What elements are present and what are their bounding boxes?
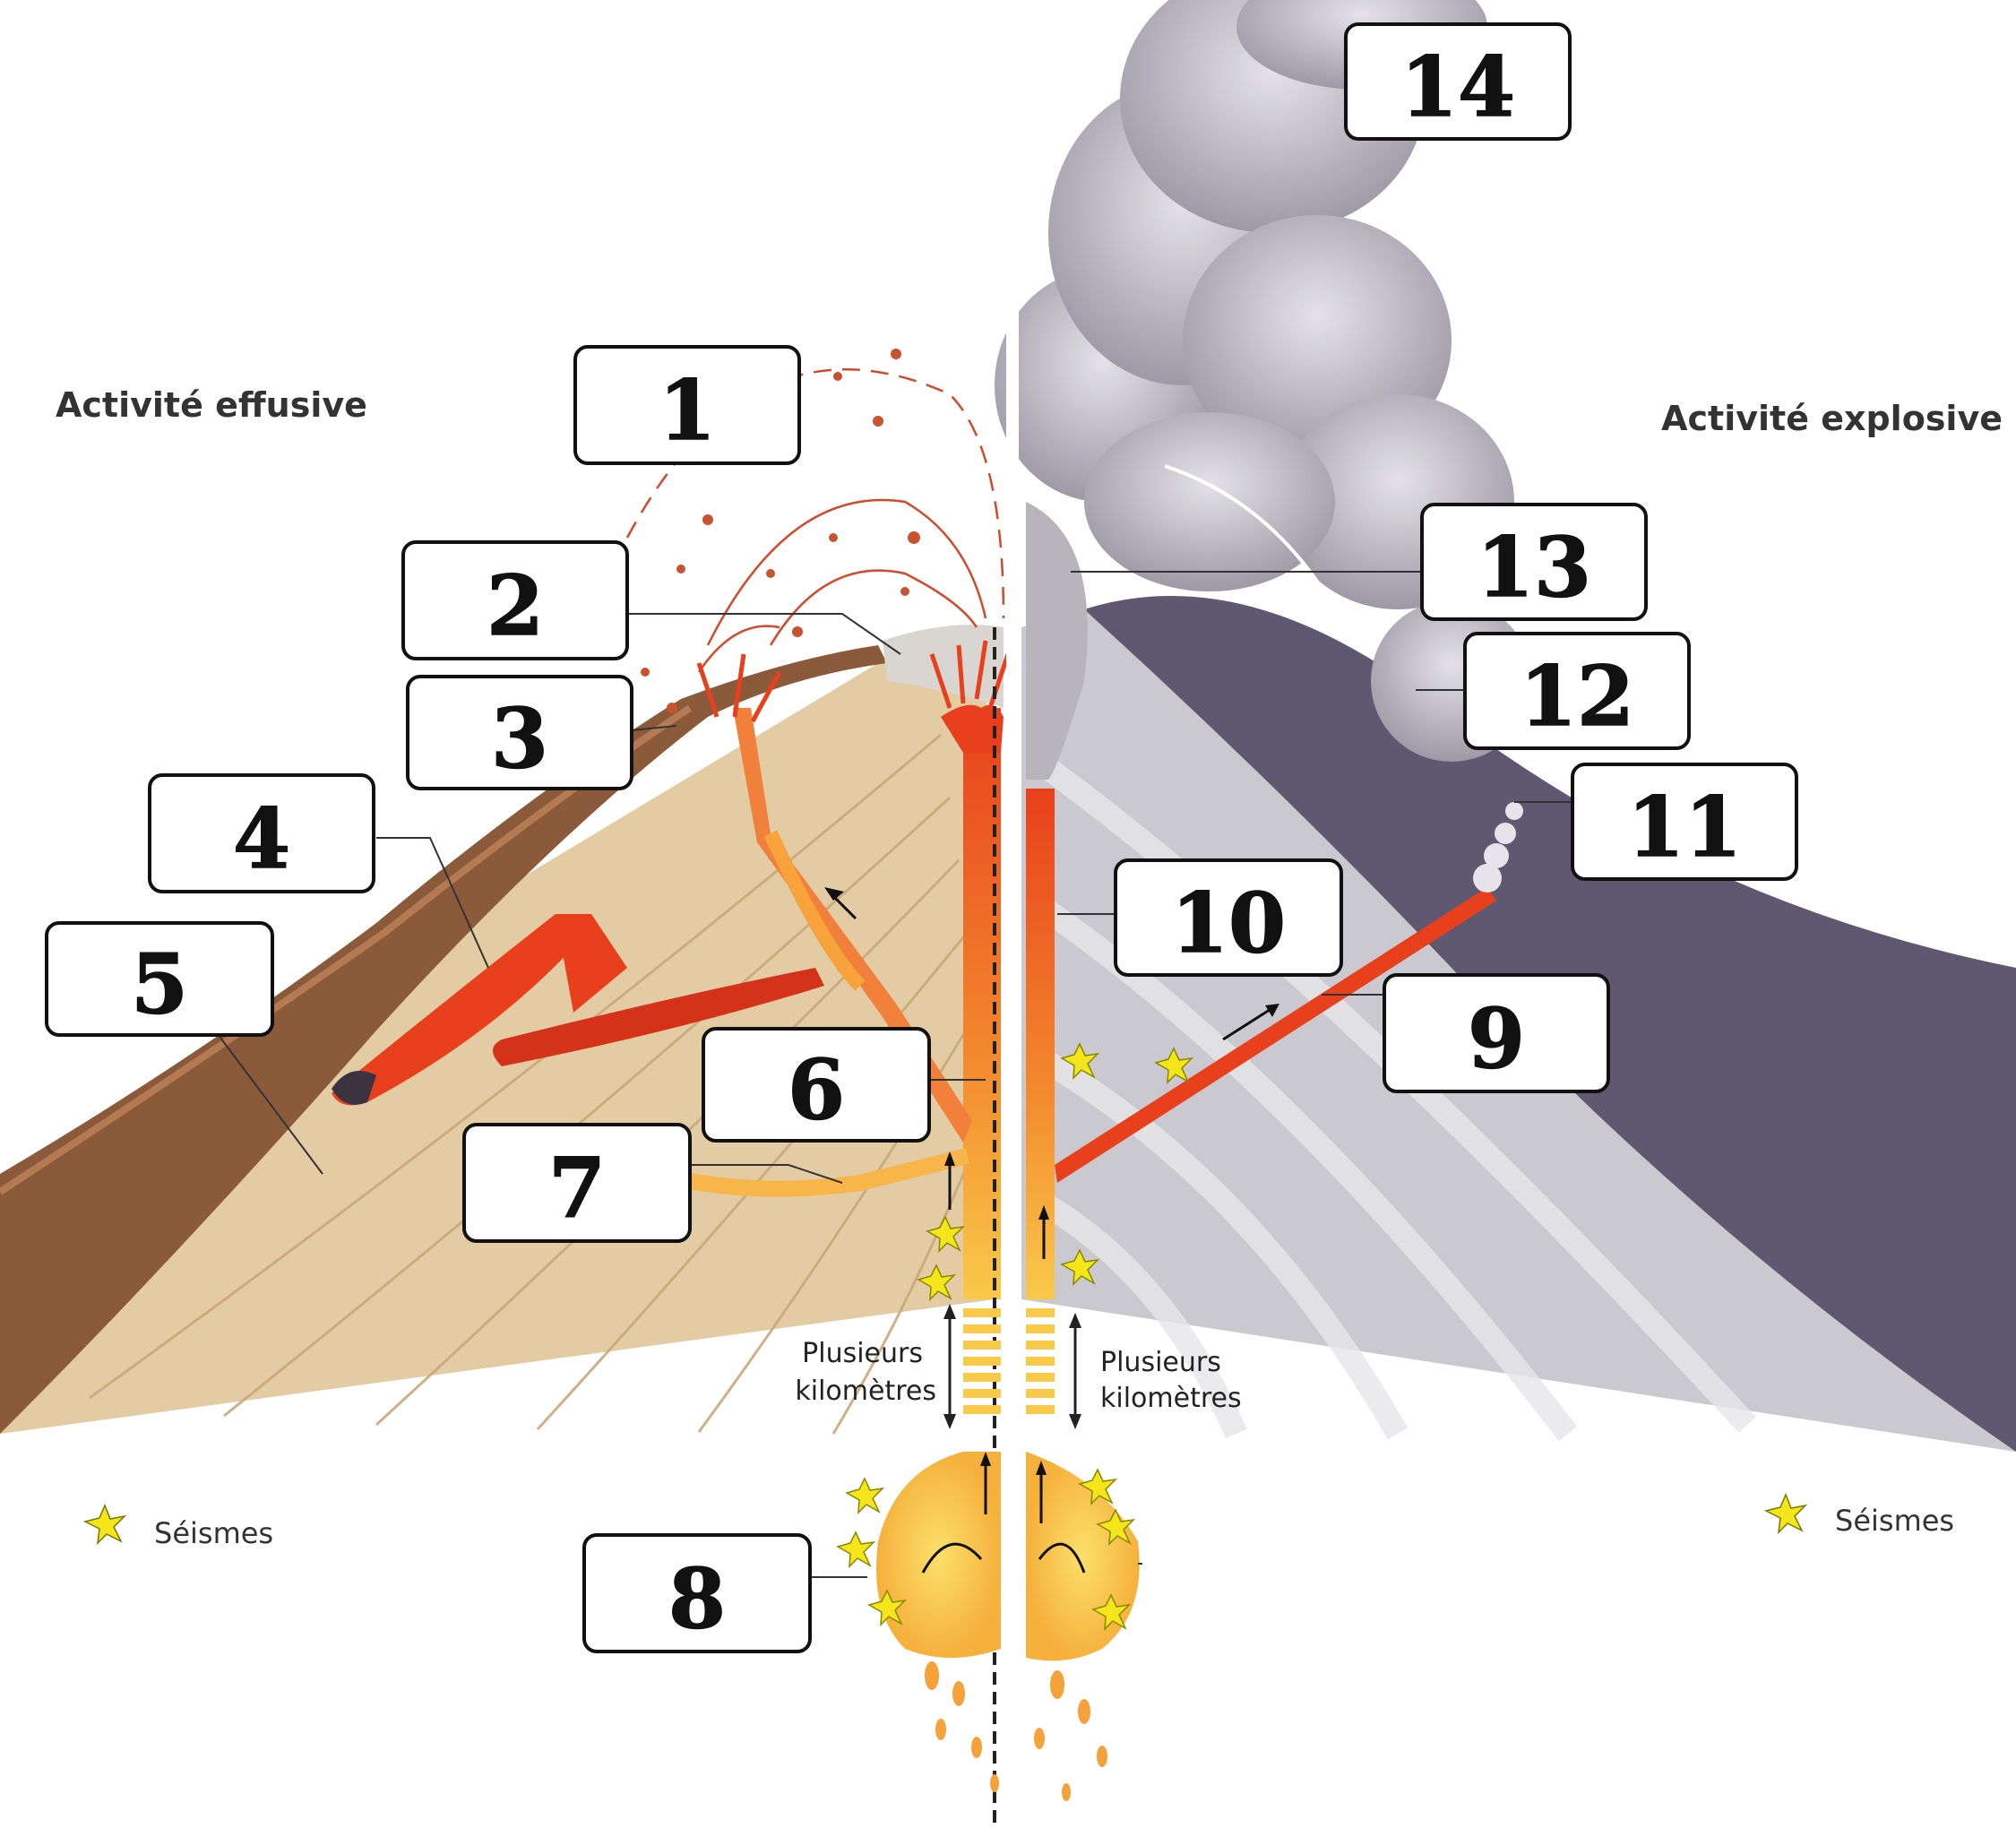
- label-box-number: 11: [1627, 779, 1742, 875]
- depth-note-right-line1: Plusieurs: [1100, 1347, 1221, 1378]
- label-box-1[interactable]: 1: [573, 345, 801, 465]
- label-box-13[interactable]: 13: [1420, 503, 1648, 621]
- label-box-number: 4: [233, 790, 290, 887]
- label-box-9[interactable]: 9: [1383, 973, 1610, 1093]
- dyke-arrowhead: [1265, 1004, 1279, 1017]
- earthquake-markers: [836, 1042, 1194, 1631]
- label-box-7[interactable]: 7: [462, 1123, 692, 1243]
- legend-label-left: Séismes: [154, 1516, 273, 1550]
- label-box-11[interactable]: 11: [1571, 763, 1798, 881]
- chamber-convection-left: [921, 1542, 983, 1574]
- caption-explosive: Activité explosive: [1661, 399, 2003, 438]
- label-box-number: 14: [1400, 39, 1515, 135]
- earthquake-star-icon: [917, 1263, 957, 1301]
- depth-arrowhead-right-bottom: [1069, 1414, 1081, 1429]
- label-box-3[interactable]: 3: [406, 675, 633, 790]
- lava-spatter: [696, 640, 1011, 723]
- earthquake-star-icon: [867, 1589, 908, 1626]
- explosive-dyke: [1055, 887, 1496, 1183]
- label-box-4[interactable]: 4: [148, 773, 375, 893]
- star-burst-icon: [1763, 1493, 1808, 1535]
- label-box-12[interactable]: 12: [1463, 632, 1691, 750]
- label-box-number: 3: [491, 690, 548, 787]
- depth-arrowhead-left-top: [943, 1304, 956, 1319]
- legend-left: Séismes: [82, 1504, 273, 1550]
- legend-right: Séismes: [1763, 1493, 1954, 1538]
- effusive-volcano: [0, 349, 1011, 1435]
- depth-note-left-line1: Plusieurs: [802, 1338, 923, 1369]
- summit-lava-fountain: [941, 704, 1004, 753]
- lava-flow-lower: [493, 968, 824, 1066]
- label-boxes: 1 2 3 4 5 6 7 8: [45, 22, 1798, 1653]
- earthquake-star-icon: [926, 1215, 966, 1253]
- ash-flow-arrowhead: [1322, 605, 1348, 627]
- ash-flow-arrow: [1164, 464, 1337, 611]
- legend-label-right: Séismes: [1835, 1504, 1954, 1538]
- label-box-14[interactable]: 14: [1344, 22, 1572, 141]
- conduit-ascent-left-head: [944, 1151, 955, 1166]
- conduit-ascent-right-head: [1038, 1205, 1049, 1220]
- label-box-5[interactable]: 5: [45, 921, 274, 1037]
- effusive-inner-layers: [0, 627, 995, 1434]
- label-box-number: 5: [131, 936, 188, 1032]
- earthquake-star-icon: [1096, 1508, 1136, 1546]
- label-box-8[interactable]: 8: [582, 1533, 812, 1653]
- depth-note-right-line2: kilomètres: [1100, 1383, 1242, 1414]
- depth-arrowhead-left-bottom: [943, 1414, 956, 1429]
- depth-gap: [963, 1308, 1055, 1414]
- leader-lines: [214, 571, 1572, 1578]
- chamber-convection-right: [1038, 1542, 1086, 1574]
- chamber-ascent-left-head: [980, 1452, 991, 1466]
- label-box-number: 13: [1477, 519, 1591, 616]
- earthquake-star-icon: [836, 1531, 876, 1568]
- label-box-2[interactable]: 2: [401, 540, 629, 660]
- magma-droplets: [925, 1661, 1107, 1801]
- arrowhead-ascent: [824, 887, 844, 901]
- label-box-number: 8: [668, 1550, 726, 1647]
- label-box-number: 2: [487, 557, 544, 654]
- explosive-conduit: [1026, 789, 1055, 1299]
- volcanic-bombs: [641, 349, 920, 713]
- label-box-6[interactable]: 6: [702, 1027, 931, 1143]
- depth-arrowhead-right-top: [1069, 1313, 1081, 1328]
- label-box-number: 12: [1520, 648, 1634, 745]
- earthquake-star-icon: [1154, 1047, 1194, 1084]
- earthquake-star-icon: [1060, 1042, 1100, 1080]
- label-box-10[interactable]: 10: [1114, 858, 1343, 977]
- label-box-number: 6: [788, 1041, 845, 1138]
- bomb-trajectories: [625, 368, 1005, 673]
- earthquake-star-icon: [1060, 1248, 1100, 1286]
- caption-effusive: Activité effusive: [56, 385, 367, 425]
- lava-flow-upper: [332, 914, 591, 1106]
- earthquake-star-icon: [1078, 1468, 1118, 1505]
- chamber-ascent-right-head: [1036, 1461, 1047, 1475]
- star-burst-icon: [82, 1504, 127, 1546]
- label-box-number: 10: [1171, 875, 1286, 971]
- lava-flow-tip: [332, 1071, 376, 1105]
- depth-note-left-line2: kilomètres: [795, 1376, 936, 1407]
- label-box-number: 7: [548, 1140, 606, 1237]
- dyke-ascent-arrow: [1222, 1006, 1273, 1041]
- label-box-number: 1: [659, 362, 716, 459]
- lateral-conduit-branch: [763, 830, 866, 991]
- earthquake-star-icon: [1091, 1593, 1132, 1631]
- effusive-crater: [883, 625, 1004, 708]
- earthquake-star-icon: [845, 1477, 885, 1514]
- vent-plume: [1473, 802, 1523, 893]
- label-box-number: 9: [1468, 990, 1525, 1087]
- magma-chamber-left: [876, 1452, 1001, 1658]
